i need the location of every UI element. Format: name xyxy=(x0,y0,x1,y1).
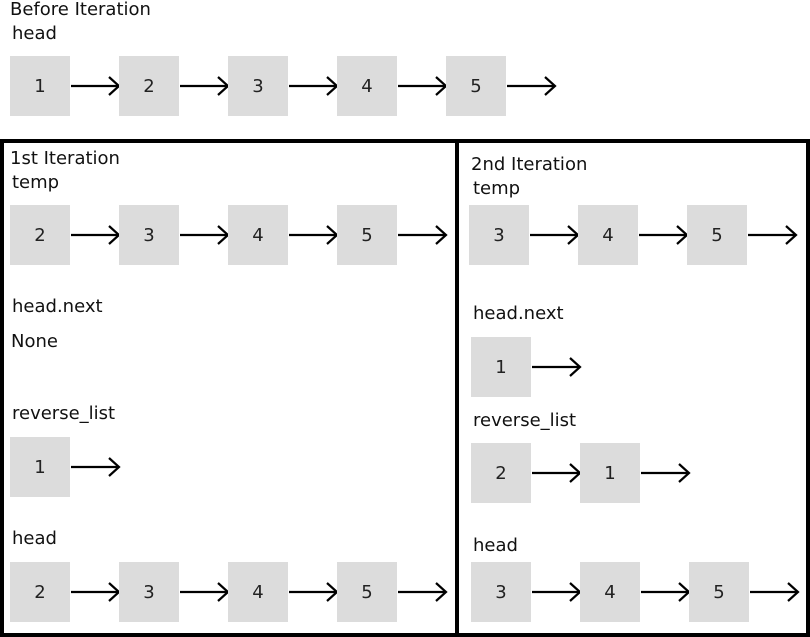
arrow-icon xyxy=(398,225,448,245)
arrow-icon xyxy=(289,582,339,602)
iteration-1-head-node-5: 5 xyxy=(337,562,397,622)
iteration-2-head-node-4: 4 xyxy=(580,562,640,622)
arrow-icon xyxy=(180,582,230,602)
iteration-1-temp-node-2: 2 xyxy=(10,205,70,265)
iteration-1-head-node-2: 2 xyxy=(10,562,70,622)
arrow-icon xyxy=(71,225,121,245)
iteration-2-head-next-label: head.next xyxy=(473,303,564,324)
before-head-label: head xyxy=(12,23,57,44)
arrow-icon xyxy=(641,582,691,602)
before-node-5: 5 xyxy=(446,56,506,116)
iteration-2-head-label: head xyxy=(473,535,518,556)
arrow-icon xyxy=(530,225,580,245)
arrow-icon xyxy=(641,463,691,483)
arrow-icon xyxy=(289,225,339,245)
iteration-1-title: 1st Iteration xyxy=(10,148,120,169)
iteration-1-temp-label: temp xyxy=(12,172,60,193)
iteration-1-temp-node-3: 3 xyxy=(119,205,179,265)
before-iteration-title: Before Iteration xyxy=(10,0,151,20)
arrow-icon xyxy=(507,76,557,96)
arrow-icon xyxy=(180,76,230,96)
iteration-2-panel xyxy=(455,139,810,637)
iteration-2-reverse-node-1: 1 xyxy=(580,443,640,503)
iteration-1-reverse-node-1: 1 xyxy=(10,437,70,497)
arrow-icon xyxy=(532,357,582,377)
arrow-icon xyxy=(748,225,798,245)
arrow-icon xyxy=(289,76,339,96)
arrow-icon xyxy=(71,76,121,96)
arrow-icon xyxy=(180,225,230,245)
iteration-1-temp-node-5: 5 xyxy=(337,205,397,265)
iteration-1-head-next-value: None xyxy=(11,331,58,352)
iteration-2-temp-node-5: 5 xyxy=(687,205,747,265)
iteration-1-head-next-label: head.next xyxy=(12,296,103,317)
arrow-icon xyxy=(398,76,448,96)
arrow-icon xyxy=(639,225,689,245)
iteration-2-temp-label: temp xyxy=(473,178,521,199)
iteration-1-head-label: head xyxy=(12,528,57,549)
iteration-2-head-node-5: 5 xyxy=(689,562,749,622)
before-node-1: 1 xyxy=(10,56,70,116)
iteration-2-head-next-node-1: 1 xyxy=(471,337,531,397)
iteration-2-reverse-list-label: reverse_list xyxy=(473,410,577,431)
iteration-2-temp-node-4: 4 xyxy=(578,205,638,265)
iteration-1-temp-node-4: 4 xyxy=(228,205,288,265)
arrow-icon xyxy=(71,457,121,477)
before-node-3: 3 xyxy=(228,56,288,116)
iteration-1-head-node-3: 3 xyxy=(119,562,179,622)
iteration-1-reverse-list-label: reverse_list xyxy=(12,403,116,424)
arrow-icon xyxy=(398,582,448,602)
iteration-2-reverse-node-2: 2 xyxy=(471,443,531,503)
arrow-icon xyxy=(532,582,582,602)
iteration-1-head-node-4: 4 xyxy=(228,562,288,622)
iteration-2-temp-node-3: 3 xyxy=(469,205,529,265)
iteration-2-head-node-3: 3 xyxy=(471,562,531,622)
before-node-2: 2 xyxy=(119,56,179,116)
arrow-icon xyxy=(71,582,121,602)
iteration-2-title: 2nd Iteration xyxy=(471,154,588,175)
arrow-icon xyxy=(532,463,582,483)
before-node-4: 4 xyxy=(337,56,397,116)
arrow-icon xyxy=(750,582,800,602)
